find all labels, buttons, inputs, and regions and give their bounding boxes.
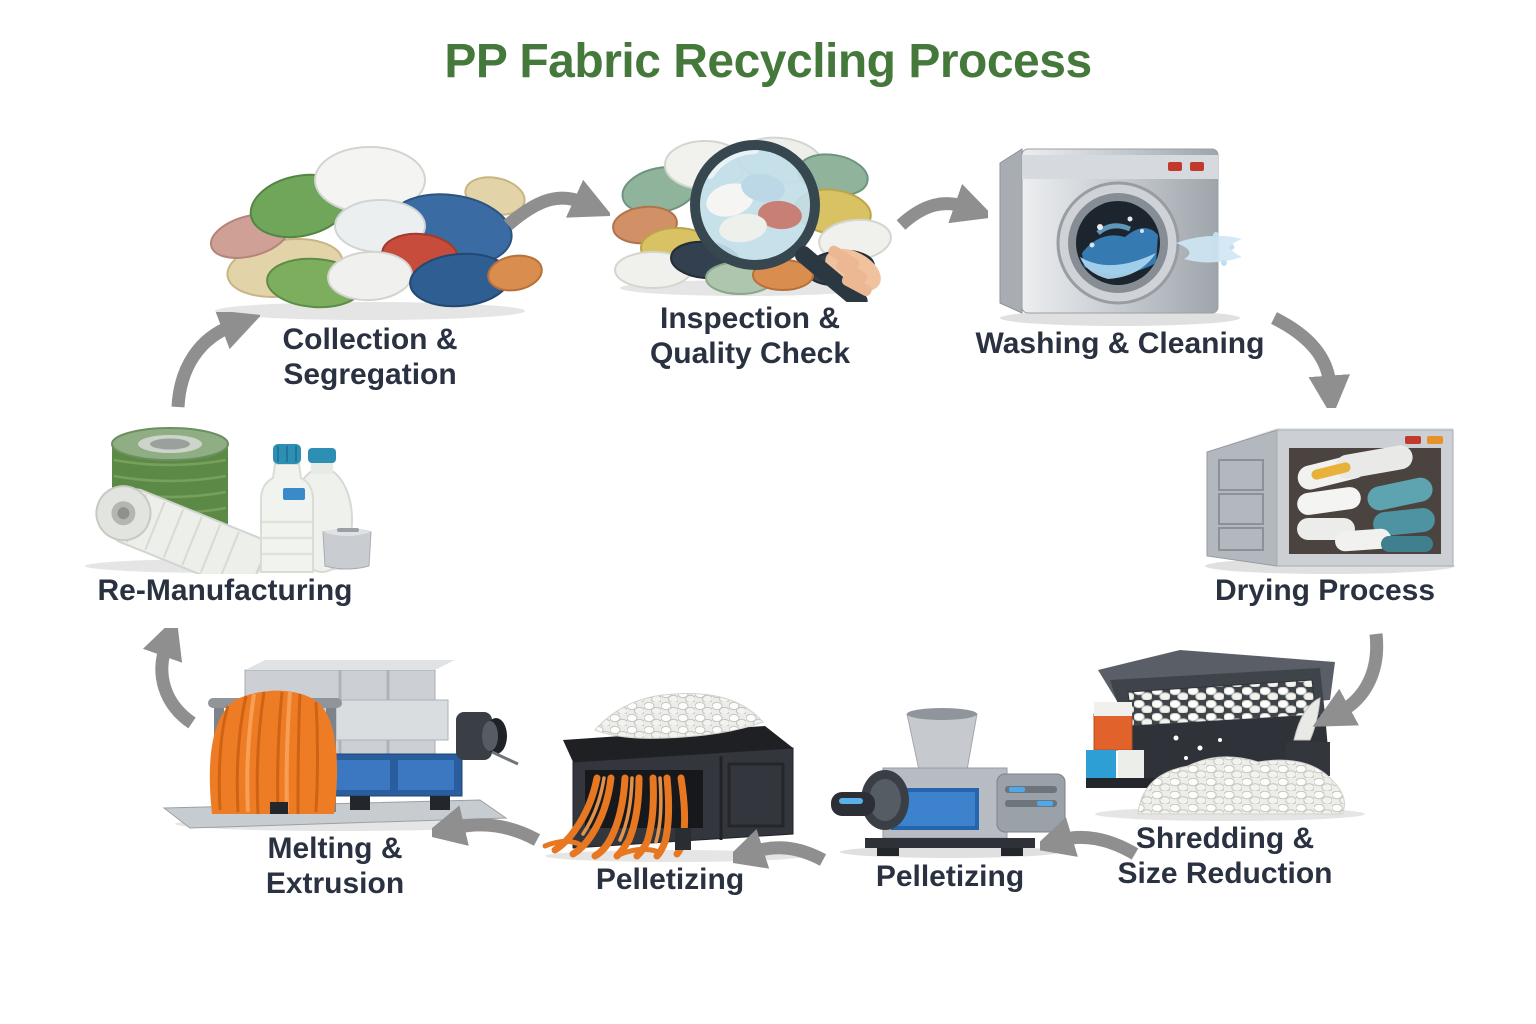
arrow-collection-to-inspection [500, 175, 613, 245]
step-re-manufacturing: Re-Manufacturing [70, 392, 380, 609]
step-label: Washing & Cleaning [975, 327, 1265, 360]
arrow-washing-to-drying [1262, 308, 1352, 418]
step-label: Collection & Segregation [282, 323, 458, 391]
step-shredding-size-reduction: Shredding & Size Reduction [1075, 622, 1375, 892]
recycled-products-icon [85, 427, 372, 574]
step-pelletizing-output: Pelletizing [520, 678, 820, 898]
step-label: Drying Process [1214, 574, 1436, 607]
step-inspection-quality-check: Inspection & Quality Check [600, 120, 900, 372]
step-drying-process: Drying Process [1185, 390, 1465, 609]
step-label: Inspection & Quality Check [649, 302, 851, 370]
shredder-icon [1086, 650, 1365, 821]
step-label: Shredding & Size Reduction [1117, 822, 1333, 890]
washing-machine-icon [999, 148, 1242, 326]
step-label: Pelletizing [595, 863, 745, 896]
step-label: Re-Manufacturing [97, 574, 353, 607]
step-collection-segregation: Collection & Segregation [185, 118, 555, 393]
arrow-inspection-to-washing [893, 183, 995, 246]
page-title: PP Fabric Recycling Process [444, 35, 1092, 88]
pellet-extruder-icon [542, 693, 805, 862]
arrow-drying-to-shredding [1308, 622, 1393, 737]
magnifier-inspection-icon [612, 136, 892, 302]
arrow-melting-to-remanufacturing [132, 616, 212, 738]
arrow-remanufacturing-to-collection [160, 310, 262, 422]
step-melting-extrusion: Melting & Extrusion [145, 642, 525, 902]
step-pelletizing-machine: Pelletizing [825, 700, 1075, 895]
fabric-pile-icon [210, 146, 543, 320]
drying-oven-icon [1205, 428, 1455, 574]
step-washing-cleaning: Washing & Cleaning [970, 135, 1270, 362]
arrow-pelletizing-to-pelletizing [723, 828, 833, 883]
pelletizer-machine-icon [831, 708, 1066, 858]
step-label: Melting & Extrusion [265, 832, 405, 900]
arrow-shredding-to-pelletizing [1032, 812, 1145, 877]
arrow-pelletizing-to-melting [423, 800, 547, 865]
extrusion-machine-icon [162, 660, 519, 831]
step-label: Pelletizing [875, 860, 1025, 893]
